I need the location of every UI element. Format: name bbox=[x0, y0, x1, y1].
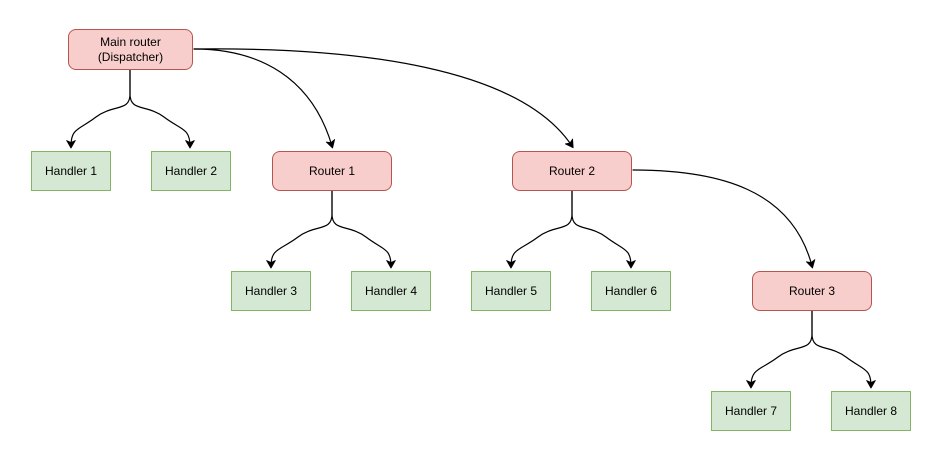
node-router-1[interactable]: Router 1 bbox=[272, 151, 392, 191]
node-handler-5[interactable]: Handler 5 bbox=[471, 271, 551, 311]
edge-router-3-to-handler-8 bbox=[811, 310, 876, 389]
node-handler-3[interactable]: Handler 3 bbox=[231, 271, 311, 311]
edge-router-1-to-handler-4 bbox=[331, 190, 396, 269]
edge-router-3-to-handler-7 bbox=[746, 310, 813, 389]
node-handler-4[interactable]: Handler 4 bbox=[351, 271, 431, 311]
node-label-router-2: Router 2 bbox=[548, 163, 596, 178]
node-label-router-3: Router 3 bbox=[788, 283, 836, 298]
node-label-handler-7: Handler 7 bbox=[724, 403, 778, 418]
node-label-handler-2: Handler 2 bbox=[164, 163, 218, 178]
node-label-handler-3: Handler 3 bbox=[244, 283, 298, 298]
edge-router-2-to-handler-5 bbox=[506, 190, 573, 269]
node-handler-2[interactable]: Handler 2 bbox=[151, 151, 231, 191]
node-handler-8[interactable]: Handler 8 bbox=[831, 391, 911, 431]
node-router-2[interactable]: Router 2 bbox=[512, 151, 632, 191]
edge-main-router-to-router-2 bbox=[193, 48, 574, 149]
edge-group bbox=[66, 48, 876, 389]
node-label-handler-5: Handler 5 bbox=[484, 283, 538, 298]
node-label-handler-8: Handler 8 bbox=[844, 403, 898, 418]
edge-main-router-to-router-1 bbox=[193, 48, 336, 149]
node-label-handler-1: Handler 1 bbox=[44, 163, 98, 178]
edge-main-router-to-handler-1 bbox=[66, 69, 131, 149]
node-label-main-router: Main router (Dispatcher) bbox=[97, 34, 164, 64]
node-label-handler-4: Handler 4 bbox=[364, 283, 418, 298]
node-main-router[interactable]: Main router (Dispatcher) bbox=[68, 29, 193, 70]
edge-router-2-to-handler-6 bbox=[571, 190, 636, 269]
node-router-3[interactable]: Router 3 bbox=[752, 271, 872, 311]
node-handler-6[interactable]: Handler 6 bbox=[591, 271, 671, 311]
node-label-router-1: Router 1 bbox=[308, 163, 356, 178]
edge-router-1-to-handler-3 bbox=[266, 190, 333, 269]
node-label-handler-6: Handler 6 bbox=[604, 283, 658, 298]
node-handler-1[interactable]: Handler 1 bbox=[31, 151, 111, 191]
edge-main-router-to-handler-2 bbox=[129, 69, 195, 149]
edge-router-2-to-router-3 bbox=[632, 169, 816, 269]
node-handler-7[interactable]: Handler 7 bbox=[711, 391, 791, 431]
